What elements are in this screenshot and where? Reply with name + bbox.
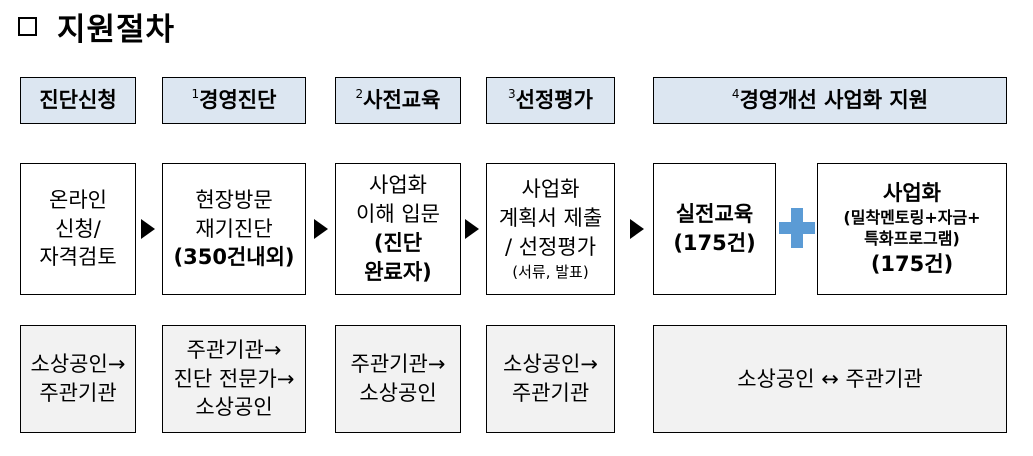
flow-line: 소상공인→ <box>30 352 126 377</box>
flow-line: 진단 전문가→ <box>173 366 295 391</box>
detail-line: 재기진단 <box>195 216 273 241</box>
flow-diagnosis: 주관기관→ 진단 전문가→ 소상공인 <box>162 325 306 433</box>
header-selection: 3선정평가 <box>486 77 615 124</box>
detail-count: (175건) <box>673 231 756 255</box>
flow-line: 주관기관 <box>511 381 590 405</box>
header-apply: 진단신청 <box>20 77 136 124</box>
header-apply-label: 진단신청 <box>39 88 117 113</box>
header-support-label: 4경영개선 사업화 지원 <box>731 87 929 113</box>
flow-selection: 소상공인→ 주관기관 <box>486 325 615 433</box>
detail-note: (서류, 발표) <box>512 263 589 282</box>
header-selection-num: 3 <box>508 87 516 102</box>
flow-support: 소상공인 ↔ 주관기관 <box>653 325 1007 433</box>
detail-commercial: 사업화 (밀착멘토링+자금+ 특화프로그램) (175건) <box>817 163 1007 295</box>
detail-line: 사업화 <box>369 173 427 198</box>
detail-line: (진단 <box>373 231 423 255</box>
header-selection-label: 3선정평가 <box>508 87 593 113</box>
detail-apply: 온라인 신청/ 자격검토 <box>20 163 136 295</box>
detail-line: 사업화 <box>521 177 580 202</box>
header-support-num: 4 <box>731 87 740 102</box>
header-preedu: 2사전교육 <box>335 77 461 124</box>
detail-line: / 선정평가 <box>504 235 597 260</box>
right-triangle-icon <box>630 219 644 239</box>
header-preedu-num: 2 <box>355 87 364 102</box>
detail-count: (175건) <box>870 251 954 276</box>
flow-line: 소상공인→ <box>503 352 598 377</box>
header-support: 4경영개선 사업화 지원 <box>653 77 1007 124</box>
detail-line: 온라인 <box>49 187 107 212</box>
detail-line: 신청/ <box>55 216 101 241</box>
detail-count: (350건내외) <box>173 245 295 270</box>
flow-line: 주관기관→ <box>186 337 282 362</box>
detail-note: 특화프로그램) <box>864 229 960 248</box>
detail-selection: 사업화 계획서 제출 / 선정평가 (서류, 발표) <box>486 163 615 295</box>
page-title: 지원절차 <box>18 6 176 48</box>
flow-line: 소상공인 <box>359 381 437 405</box>
checkbox-square-icon <box>18 16 37 36</box>
flow-preedu: 주관기관→ 소상공인 <box>335 325 461 433</box>
flow-line: 주관기관 <box>39 381 117 405</box>
detail-diagnosis: 현장방문 재기진단 (350건내외) <box>162 163 306 295</box>
flow-line: 소상공인 ↔ 주관기관 <box>737 366 923 391</box>
right-triangle-icon <box>465 219 479 239</box>
flow-line: 소상공인 <box>195 395 273 420</box>
detail-line: 완료자) <box>364 259 432 284</box>
detail-training: 실전교육 (175건) <box>653 163 776 295</box>
flow-line: 주관기관→ <box>350 352 446 377</box>
detail-note: (밀착멘토링+자금+ <box>843 208 981 228</box>
title-text: 지원절차 <box>57 11 176 48</box>
header-diagnosis: 1경영진단 <box>162 77 306 124</box>
right-triangle-icon <box>314 219 328 239</box>
detail-line: 계획서 제출 <box>498 206 603 231</box>
plus-icon <box>779 208 815 248</box>
detail-line: 실전교육 <box>675 202 754 227</box>
header-preedu-label: 2사전교육 <box>355 87 441 113</box>
detail-preedu: 사업화 이해 입문 (진단 완료자) <box>335 163 461 295</box>
detail-line: 이해 입문 <box>356 202 440 227</box>
right-triangle-icon <box>141 219 155 239</box>
flow-apply: 소상공인→ 주관기관 <box>20 325 136 433</box>
detail-line: 현장방문 <box>195 187 273 212</box>
detail-line: 사업화 <box>883 181 941 206</box>
header-diagnosis-label: 1경영진단 <box>191 87 277 113</box>
detail-line: 자격검토 <box>39 245 117 270</box>
header-diagnosis-num: 1 <box>191 87 200 102</box>
